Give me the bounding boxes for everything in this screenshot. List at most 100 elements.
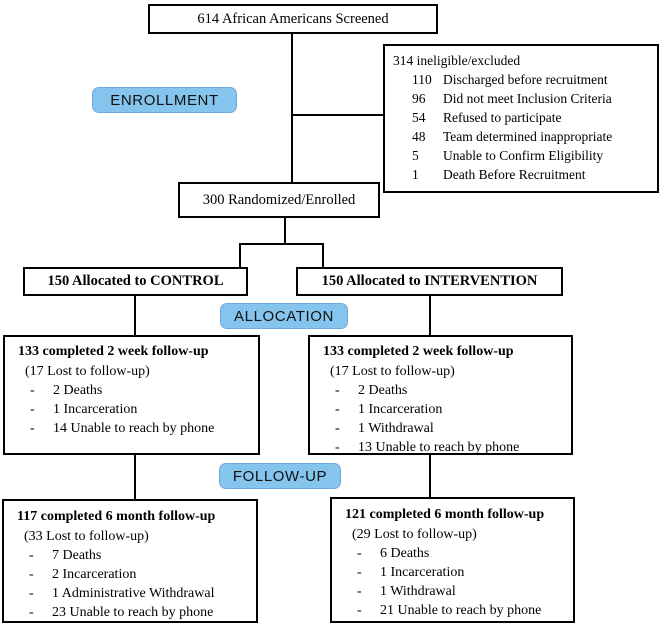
enrollment-stage-label: ENROLLMENT <box>92 87 237 113</box>
intervention-allocation-box: 150 Allocated to INTERVENTION <box>296 267 563 296</box>
connector-intervention-to-2week <box>429 296 431 335</box>
dash-bullet: - <box>29 567 34 582</box>
control-2week-item: - 2 Deaths <box>5 381 258 400</box>
screened-box: 614 African Americans Screened <box>148 4 438 34</box>
followup-stage-label: FOLLOW-UP <box>219 463 341 489</box>
control-6month-lost: (33 Lost to follow-up) <box>24 529 149 544</box>
control-6month-item: - 7 Deaths <box>4 546 256 565</box>
intervention-2week-item-text: 1 Incarceration <box>358 402 443 417</box>
randomized-text: 300 Randomized/Enrolled <box>202 191 356 208</box>
intervention-6month-lost: (29 Lost to follow-up) <box>352 527 477 542</box>
intervention-6month-item-text: 21 Unable to reach by phone <box>380 603 542 618</box>
excluded-item: 5 Unable to Confirm Eligibility <box>385 146 657 165</box>
dash-bullet: - <box>30 421 35 436</box>
connector-screened-to-randomized <box>291 33 293 183</box>
excluded-item-count: 54 <box>412 110 426 125</box>
excluded-item-count: 1 <box>412 167 419 182</box>
connector-intervention-2week-to-6month <box>429 455 431 497</box>
intervention-2week-item-text: 1 Withdrawal <box>358 421 434 436</box>
control-2week-item-text: 1 Incarceration <box>53 402 138 417</box>
intervention-6month-item: - 21 Unable to reach by phone <box>332 601 573 620</box>
excluded-item-count: 110 <box>412 72 432 87</box>
intervention-6month-box: 121 completed 6 month follow-up (29 Lost… <box>330 497 575 623</box>
control-6month-item-text: 2 Incarceration <box>52 567 137 582</box>
allocation-stage-label: ALLOCATION <box>220 303 348 329</box>
dash-bullet: - <box>357 546 362 561</box>
dash-bullet: - <box>29 548 34 563</box>
control-allocation-text: 150 Allocated to CONTROL <box>47 273 224 289</box>
control-6month-item: - 23 Unable to reach by phone <box>4 603 256 622</box>
intervention-2week-lost: (17 Lost to follow-up) <box>330 364 455 379</box>
dash-bullet: - <box>30 402 35 417</box>
intervention-2week-item-text: 13 Unable to reach by phone <box>358 440 520 455</box>
control-6month-item-text: 1 Administrative Withdrawal <box>52 586 215 601</box>
intervention-6month-item-text: 1 Withdrawal <box>380 584 456 599</box>
dash-bullet: - <box>357 584 362 599</box>
dash-bullet: - <box>29 605 34 620</box>
excluded-item-label: Discharged before recruitment <box>443 72 608 87</box>
intervention-2week-box: 133 completed 2 week follow-up (17 Lost … <box>308 335 573 455</box>
intervention-2week-item: - 2 Deaths <box>310 381 571 400</box>
control-6month-item: - 2 Incarceration <box>4 565 256 584</box>
excluded-item-label: Team determined inappropriate <box>443 129 613 144</box>
intervention-2week-item: - 1 Withdrawal <box>310 419 571 438</box>
intervention-6month-title: 121 completed 6 month follow-up <box>345 507 545 522</box>
excluded-item-label: Did not meet Inclusion Criteria <box>443 91 612 106</box>
connector-excluded-branch <box>291 114 383 116</box>
excluded-item-count: 96 <box>412 91 426 106</box>
control-6month-box: 117 completed 6 month follow-up (33 Lost… <box>2 499 258 623</box>
excluded-box: 314 ineligible/excluded 110 Discharged b… <box>383 44 659 193</box>
control-2week-lost: (17 Lost to follow-up) <box>25 364 150 379</box>
screened-text: 614 African Americans Screened <box>197 10 389 27</box>
intervention-2week-item: - 13 Unable to reach by phone <box>310 438 571 457</box>
intervention-2week-item-text: 2 Deaths <box>358 383 408 398</box>
dash-bullet: - <box>30 383 35 398</box>
connector-control-2week-to-6month <box>134 455 136 499</box>
randomized-box: 300 Randomized/Enrolled <box>178 182 380 218</box>
dash-bullet: - <box>29 586 34 601</box>
intervention-6month-item-text: 6 Deaths <box>380 546 430 561</box>
control-6month-title: 117 completed 6 month follow-up <box>17 509 216 524</box>
followup-stage-text: FOLLOW-UP <box>232 467 328 485</box>
dash-bullet: - <box>357 565 362 580</box>
excluded-item-count: 48 <box>412 129 426 144</box>
control-2week-item: - 14 Unable to reach by phone <box>5 419 258 438</box>
connector-split-horizontal <box>239 243 324 245</box>
connector-split-left <box>239 243 241 267</box>
dash-bullet: - <box>335 440 340 455</box>
excluded-item-label: Unable to Confirm Eligibility <box>443 148 604 163</box>
intervention-6month-item-text: 1 Incarceration <box>380 565 465 580</box>
dash-bullet: - <box>335 402 340 417</box>
intervention-allocation-text: 150 Allocated to INTERVENTION <box>321 273 538 289</box>
control-6month-item-text: 7 Deaths <box>52 548 102 563</box>
enrollment-stage-text: ENROLLMENT <box>110 91 219 109</box>
excluded-item: 48 Team determined inappropriate <box>385 127 657 146</box>
excluded-item: 96 Did not meet Inclusion Criteria <box>385 89 657 108</box>
control-2week-title: 133 completed 2 week follow-up <box>18 344 209 359</box>
connector-randomized-down <box>284 218 286 245</box>
control-allocation-box: 150 Allocated to CONTROL <box>23 267 248 296</box>
intervention-6month-item: - 1 Withdrawal <box>332 582 573 601</box>
control-6month-item-text: 23 Unable to reach by phone <box>52 605 214 620</box>
intervention-6month-item: - 6 Deaths <box>332 544 573 563</box>
intervention-2week-item: - 1 Incarceration <box>310 400 571 419</box>
connector-split-right <box>322 243 324 267</box>
excluded-item-count: 5 <box>412 148 419 163</box>
control-6month-item: - 1 Administrative Withdrawal <box>4 584 256 603</box>
excluded-item-label: Refused to participate <box>443 110 562 125</box>
excluded-item: 1 Death Before Recruitment <box>385 165 657 184</box>
control-2week-box: 133 completed 2 week follow-up (17 Lost … <box>3 335 260 455</box>
intervention-6month-item: - 1 Incarceration <box>332 563 573 582</box>
dash-bullet: - <box>335 383 340 398</box>
excluded-title: 314 ineligible/excluded <box>393 53 521 68</box>
excluded-item: 110 Discharged before recruitment <box>385 70 657 89</box>
allocation-stage-text: ALLOCATION <box>234 307 334 325</box>
intervention-2week-title: 133 completed 2 week follow-up <box>323 344 514 359</box>
control-2week-item: - 1 Incarceration <box>5 400 258 419</box>
excluded-item: 54 Refused to participate <box>385 108 657 127</box>
dash-bullet: - <box>335 421 340 436</box>
control-2week-item-text: 2 Deaths <box>53 383 103 398</box>
dash-bullet: - <box>357 603 362 618</box>
connector-control-to-2week <box>134 296 136 335</box>
